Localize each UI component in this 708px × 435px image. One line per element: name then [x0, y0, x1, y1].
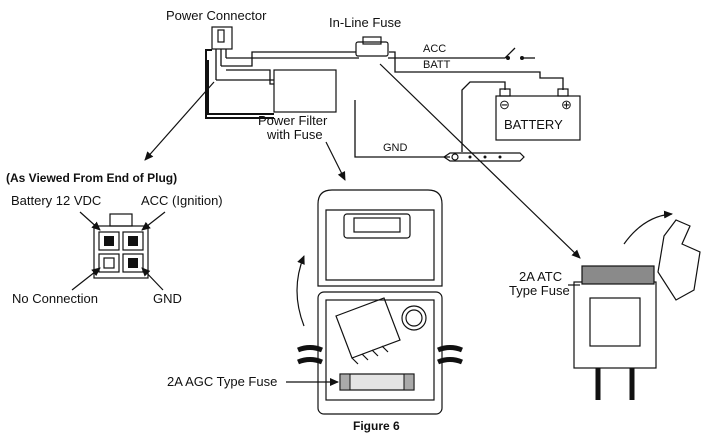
gnd-wire-label: GND — [383, 142, 408, 154]
power-connector — [211, 26, 233, 80]
atc-fuse-label-1: 2A ATC — [519, 269, 562, 284]
agc-fuse-label: 2A AGC Type Fuse — [167, 374, 277, 389]
arrow-to-atc-fuse — [379, 63, 581, 259]
batt-wire-label: BATT — [423, 59, 451, 71]
figure-caption: Figure 6 — [353, 419, 400, 433]
battery-12vdc-label: Battery 12 VDC — [11, 193, 101, 208]
plug-end-view — [93, 213, 149, 279]
ground-strap — [442, 152, 525, 162]
power-filter-open — [296, 189, 463, 415]
wiring — [205, 47, 564, 158]
atc-fuse-label-2: Type Fuse — [509, 283, 570, 298]
no-connection-label: No Connection — [12, 291, 98, 306]
power-filter — [273, 69, 337, 113]
acc-switch — [506, 56, 524, 60]
power-filter-label-2: with Fuse — [266, 127, 323, 142]
acc-ignition-label: ACC (Ignition) — [141, 193, 223, 208]
battery-positive-icon: ⊕ — [561, 97, 572, 112]
arrow-to-filter-open — [325, 141, 346, 181]
battery-label: BATTERY — [504, 117, 563, 132]
power-connector-label: Power Connector — [166, 8, 267, 23]
battery — [495, 88, 581, 141]
battery-negative-icon: ⊖ — [499, 97, 510, 112]
power-filter-label-1: Power Filter — [258, 113, 328, 128]
plug-view-title: (As Viewed From End of Plug) — [6, 171, 177, 185]
arrow-to-plug — [144, 81, 215, 161]
gnd-pin-label: GND — [153, 291, 182, 306]
atc-fuse-holder — [573, 210, 701, 400]
inline-fuse — [355, 36, 389, 57]
inline-fuse-label: In-Line Fuse — [329, 15, 401, 30]
acc-wire-label: ACC — [423, 43, 446, 55]
